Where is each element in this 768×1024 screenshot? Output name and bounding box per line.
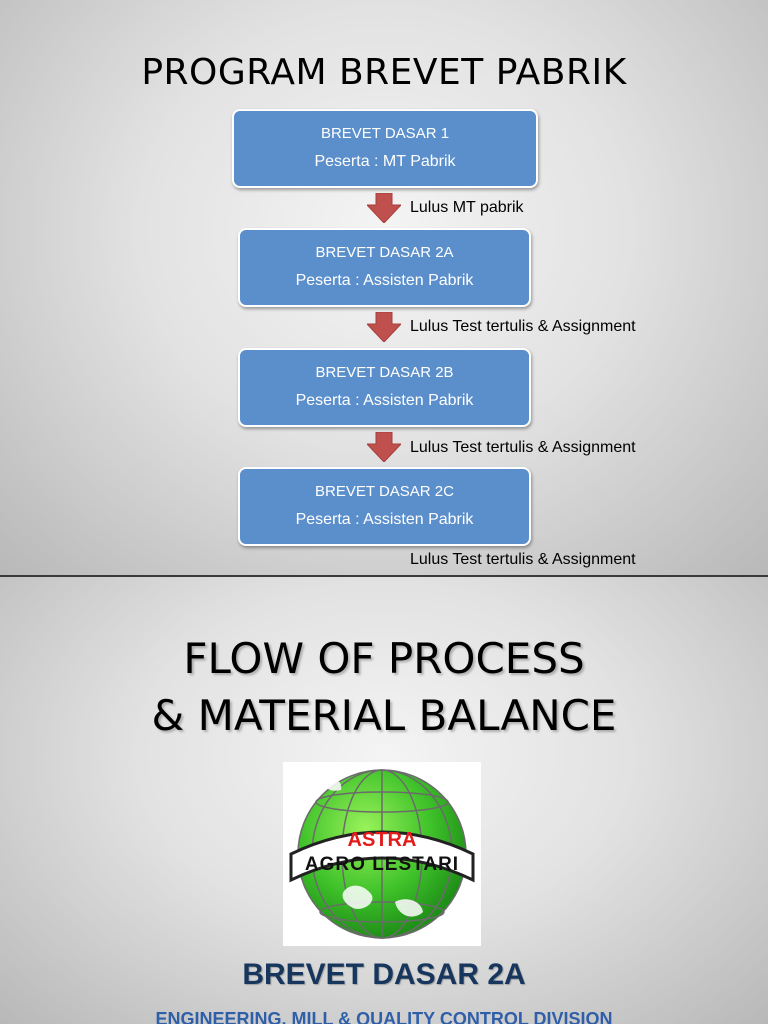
box-brevet-dasar-1: BREVET DASAR 1 Peserta : MT Pabrik	[232, 109, 538, 188]
slide-title: PROGRAM BREVET PABRIK	[141, 52, 627, 93]
transition-label: Lulus Test tertulis & Assignment	[410, 439, 636, 456]
down-arrow-icon	[367, 193, 401, 223]
transition-label: Lulus Test tertulis & Assignment	[410, 318, 636, 335]
box-brevet-dasar-2c: BREVET DASAR 2C Peserta : Assisten Pabri…	[238, 467, 531, 546]
box-brevet-dasar-2b: BREVET DASAR 2B Peserta : Assisten Pabri…	[238, 348, 531, 427]
box-level: BREVET DASAR 2B	[315, 364, 454, 381]
box-participant: Peserta : Assisten Pabrik	[295, 511, 474, 528]
box-level: BREVET DASAR 1	[320, 125, 450, 142]
down-arrow-icon	[367, 312, 401, 342]
box-participant: Peserta : Assisten Pabrik	[295, 272, 474, 289]
box-level: BREVET DASAR 2C	[315, 483, 454, 500]
slide-title-line-1: FLOW OF PROCESS	[183, 634, 585, 683]
box-participant: Peserta : Assisten Pabrik	[295, 392, 474, 409]
box-participant: Peserta : MT Pabrik	[314, 153, 456, 170]
logo-astra-text: ASTRA	[348, 829, 417, 851]
slide-divider	[0, 575, 768, 577]
globe-logo-icon: ASTRA AGRO LESTARI	[289, 769, 475, 939]
logo-band-text: AGRO LESTARI	[305, 854, 459, 875]
slide-subtitle: BREVET DASAR 2A	[242, 958, 526, 991]
division-label: ENGINEERING, MILL & QUALITY CONTROL DIVI…	[155, 1009, 613, 1024]
slide-program-brevet: PROGRAM BREVET PABRIK BREVET DASAR 1 Pes…	[0, 0, 768, 575]
transition-label: Lulus Test tertulis & Assignment	[410, 551, 636, 568]
down-arrow-icon	[367, 432, 401, 462]
box-level: BREVET DASAR 2A	[315, 244, 454, 261]
box-brevet-dasar-2a: BREVET DASAR 2A Peserta : Assisten Pabri…	[238, 228, 531, 307]
slide-flow-of-process: FLOW OF PROCESS & MATERIAL BALANCE	[0, 577, 768, 1024]
slide-title-line-2: & MATERIAL BALANCE	[151, 691, 617, 740]
transition-label: Lulus MT pabrik	[410, 199, 524, 216]
company-logo: ASTRA AGRO LESTARI	[283, 762, 481, 946]
